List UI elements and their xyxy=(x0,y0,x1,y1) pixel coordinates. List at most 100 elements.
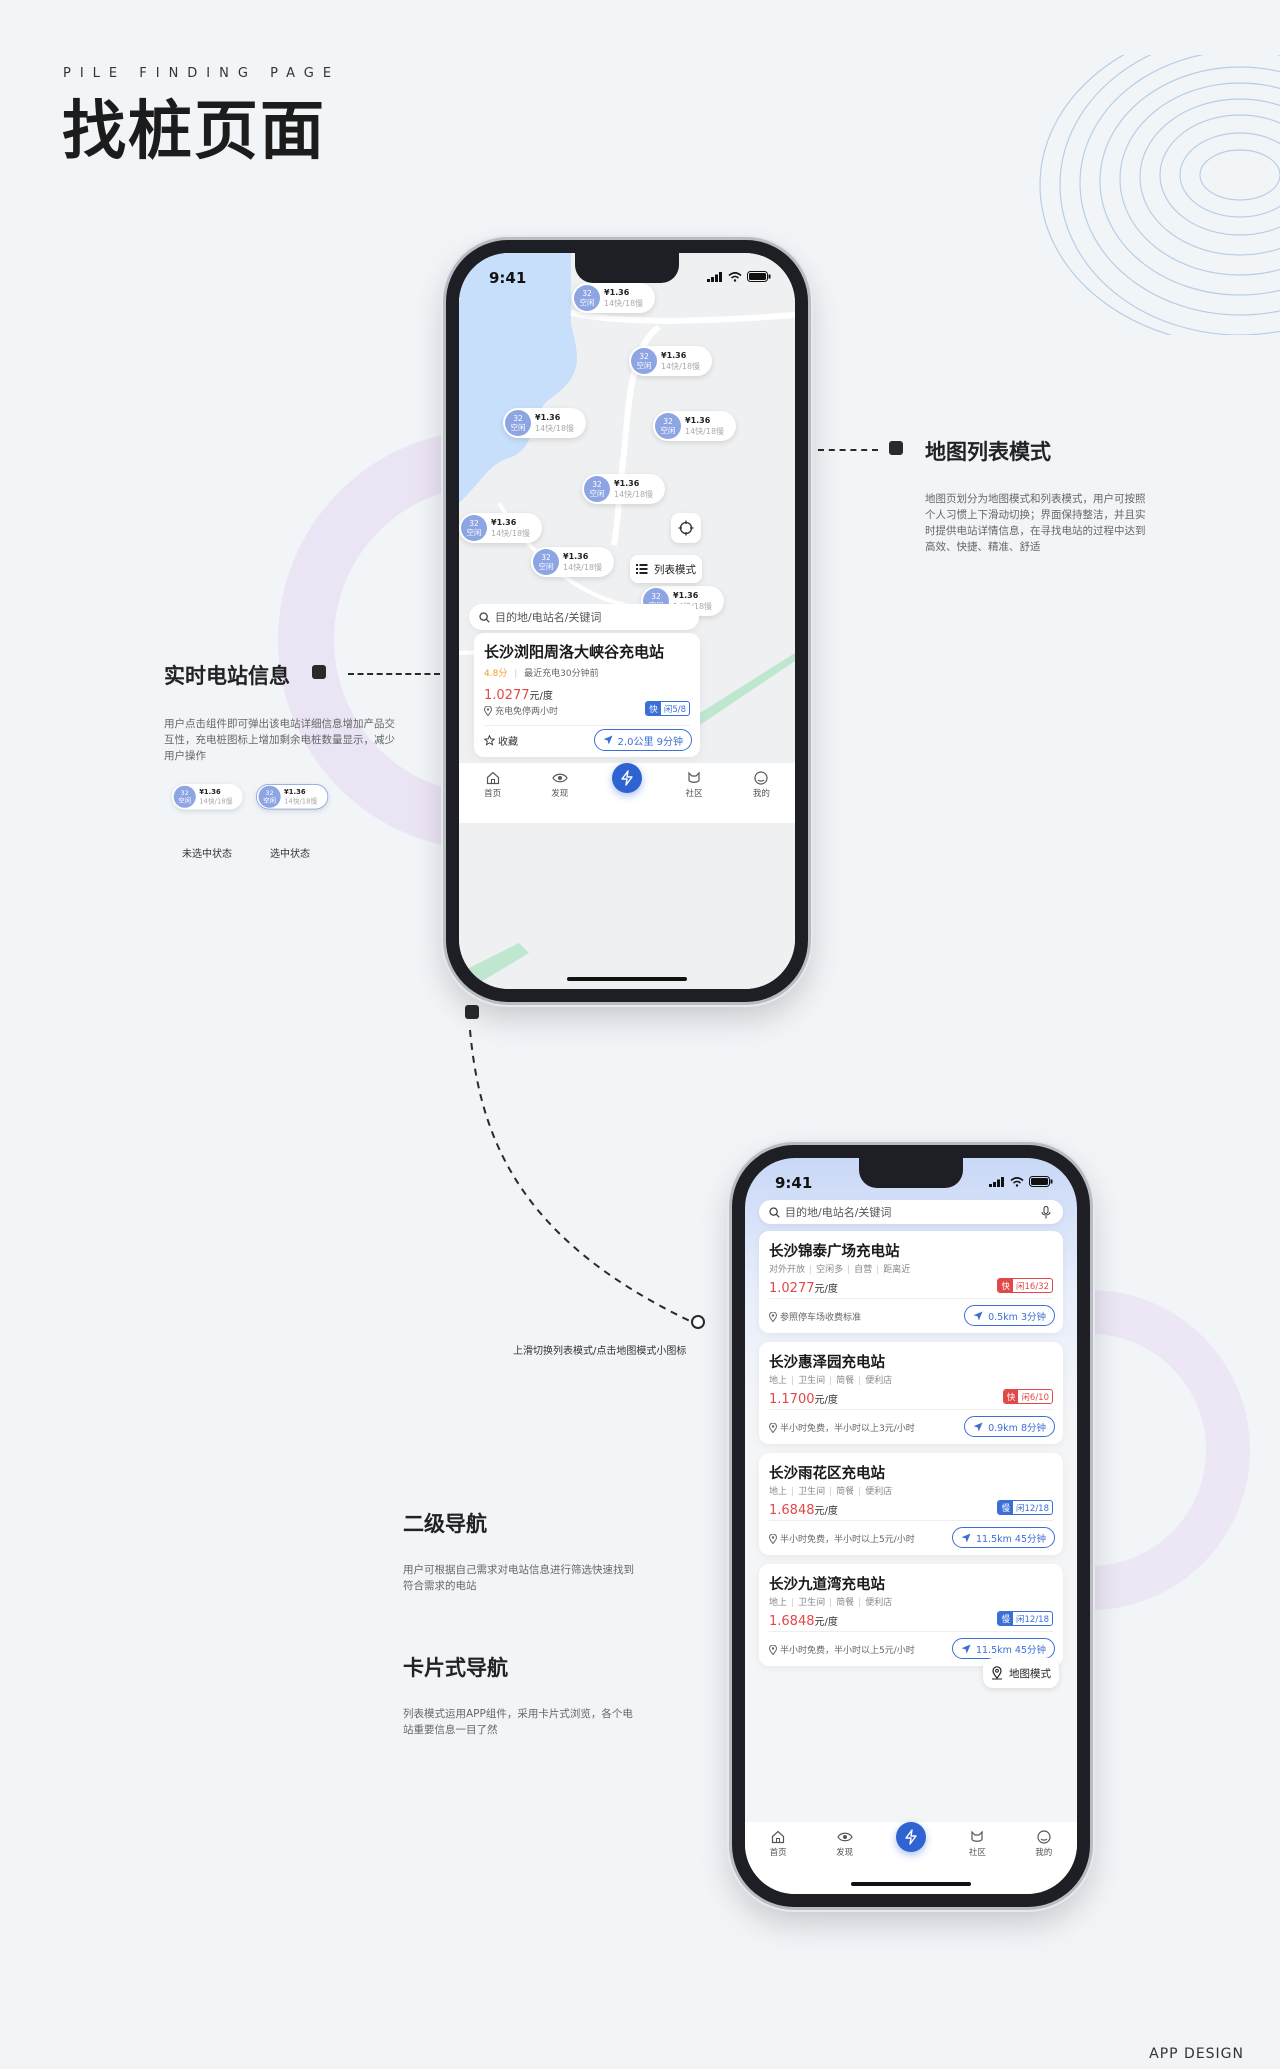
station-rating: 4.8分 xyxy=(484,669,508,679)
station-feature-tag: 自营 xyxy=(854,1265,873,1275)
navigation-arrow-icon xyxy=(973,1422,983,1431)
star-icon xyxy=(484,735,495,746)
station-name: 长沙惠泽园充电站 xyxy=(769,1355,885,1371)
status-bar: 9:41 xyxy=(459,253,795,297)
map-mode-button[interactable]: 地图模式 xyxy=(983,1658,1059,1688)
charger-availability-tag: 快闲6/10 xyxy=(1002,1389,1053,1404)
profile-icon xyxy=(754,771,768,785)
station-feature-tag: 地上 xyxy=(769,1376,788,1386)
microphone-icon[interactable] xyxy=(1041,1205,1051,1219)
page-subtitle: PILE FINDING PAGE xyxy=(63,66,341,81)
charge-button[interactable] xyxy=(895,1822,926,1852)
signal-icon xyxy=(989,1176,1004,1187)
tab-discover[interactable]: 发现 xyxy=(825,1830,865,1894)
charge-button[interactable] xyxy=(611,763,642,793)
list-mode-label: 列表模式 xyxy=(654,563,696,576)
tab-mine[interactable]: 我的 xyxy=(741,771,781,823)
tab-home[interactable]: 首页 xyxy=(473,771,513,823)
battery-icon xyxy=(1029,1176,1053,1187)
battery-icon xyxy=(747,271,771,282)
tab-charge[interactable] xyxy=(891,1822,931,1894)
station-name: 长沙雨花区充电站 xyxy=(769,1466,885,1482)
list-icon xyxy=(636,564,648,574)
station-note: 半小时免费，半小时以上5元/小时 xyxy=(780,1535,915,1545)
station-feature-tag: 简餐 xyxy=(836,1376,855,1386)
pin-state-label-selected: 选中状态 xyxy=(270,849,310,860)
navigation-arrow-icon xyxy=(603,735,613,745)
station-name: 长沙锦泰广场充电站 xyxy=(769,1244,900,1260)
station-feature-tag: 空闲多 xyxy=(816,1265,844,1275)
annotation-desc-secondary-nav: 用户可根据自己需求对电站信息进行筛选快速找到符合需求的电站 xyxy=(403,1564,634,1592)
connector-dot xyxy=(889,441,903,455)
list-screen: 9:41 目的地/电站名/关键词 长沙锦泰广场充电站对外开放|空闲多|自营|距离… xyxy=(745,1158,1077,1894)
station-note: 半小时免费，半小时以上5元/小时 xyxy=(780,1646,915,1656)
location-pin-icon xyxy=(769,1311,777,1322)
navigate-button[interactable]: 11.5km 45分钟 xyxy=(951,1638,1055,1659)
annotation-desc-map-list: 地图页划分为地图模式和列表模式，用户可按照个人习惯上下滑动切换；界面保持整洁，并… xyxy=(925,493,1146,553)
tab-mine[interactable]: 我的 xyxy=(1024,1830,1064,1894)
station-feature-tag: 地上 xyxy=(769,1598,788,1608)
search-input[interactable]: 目的地/电站名/关键词 xyxy=(469,604,699,630)
navigate-button[interactable]: 0.5km 3分钟 xyxy=(964,1305,1055,1326)
station-feature-tag: 便利店 xyxy=(865,1598,893,1608)
notch xyxy=(575,253,679,283)
map-view[interactable] xyxy=(459,253,795,989)
station-name: 长沙九道湾充电站 xyxy=(769,1577,885,1593)
locate-button[interactable] xyxy=(671,513,701,543)
tab-community[interactable]: 社区 xyxy=(674,771,714,823)
tab-discover[interactable]: 发现 xyxy=(540,771,580,823)
station-feature-tag: 简餐 xyxy=(836,1598,855,1608)
list-mode-button[interactable]: 列表模式 xyxy=(630,555,702,583)
eye-icon xyxy=(552,773,568,783)
price-unit: 元/度 xyxy=(814,1617,838,1628)
station-features: 对外开放|空闲多|自营|距离近 xyxy=(769,1265,911,1275)
tab-community[interactable]: 社区 xyxy=(957,1830,997,1894)
page-title: 找桩页面 xyxy=(62,95,326,169)
price-unit: 元/度 xyxy=(814,1395,838,1406)
navigate-button[interactable]: 11.5km 45分钟 xyxy=(951,1527,1055,1548)
station-feature-tag: 卫生间 xyxy=(798,1376,826,1386)
station-recent: 最近充电30分钟前 xyxy=(524,669,599,679)
station-price: 1.1700 xyxy=(769,1392,815,1407)
map-mode-label: 地图模式 xyxy=(1009,1667,1051,1680)
station-price: 1.6848 xyxy=(769,1503,815,1518)
search-input[interactable]: 目的地/电站名/关键词 xyxy=(759,1200,1063,1224)
station-note: 半小时免费，半小时以上3元/小时 xyxy=(780,1424,915,1434)
navigate-button[interactable]: 0.9km 8分钟 xyxy=(964,1416,1055,1437)
status-time: 9:41 xyxy=(775,1174,813,1192)
lightning-icon xyxy=(905,1829,917,1845)
station-detail-card[interactable]: 长沙浏阳周洛大峡谷充电站 4.8分 | 最近充电30分钟前 1.0277元/度 … xyxy=(474,633,700,757)
notch xyxy=(859,1158,963,1188)
switch-hint: 上滑切换列表模式/点击地图模式小图标 xyxy=(513,1346,687,1357)
tab-charge[interactable] xyxy=(607,763,647,823)
navigation-arrow-icon xyxy=(973,1311,983,1320)
navigate-button[interactable]: 2.0公里 9分钟 xyxy=(593,729,692,751)
cat-icon xyxy=(688,771,700,783)
curved-connector xyxy=(469,1029,705,1329)
favorite-button[interactable]: 收藏 xyxy=(484,733,518,748)
location-pin-icon xyxy=(484,705,492,716)
tab-home[interactable]: 首页 xyxy=(758,1830,798,1894)
profile-icon xyxy=(1037,1830,1051,1844)
